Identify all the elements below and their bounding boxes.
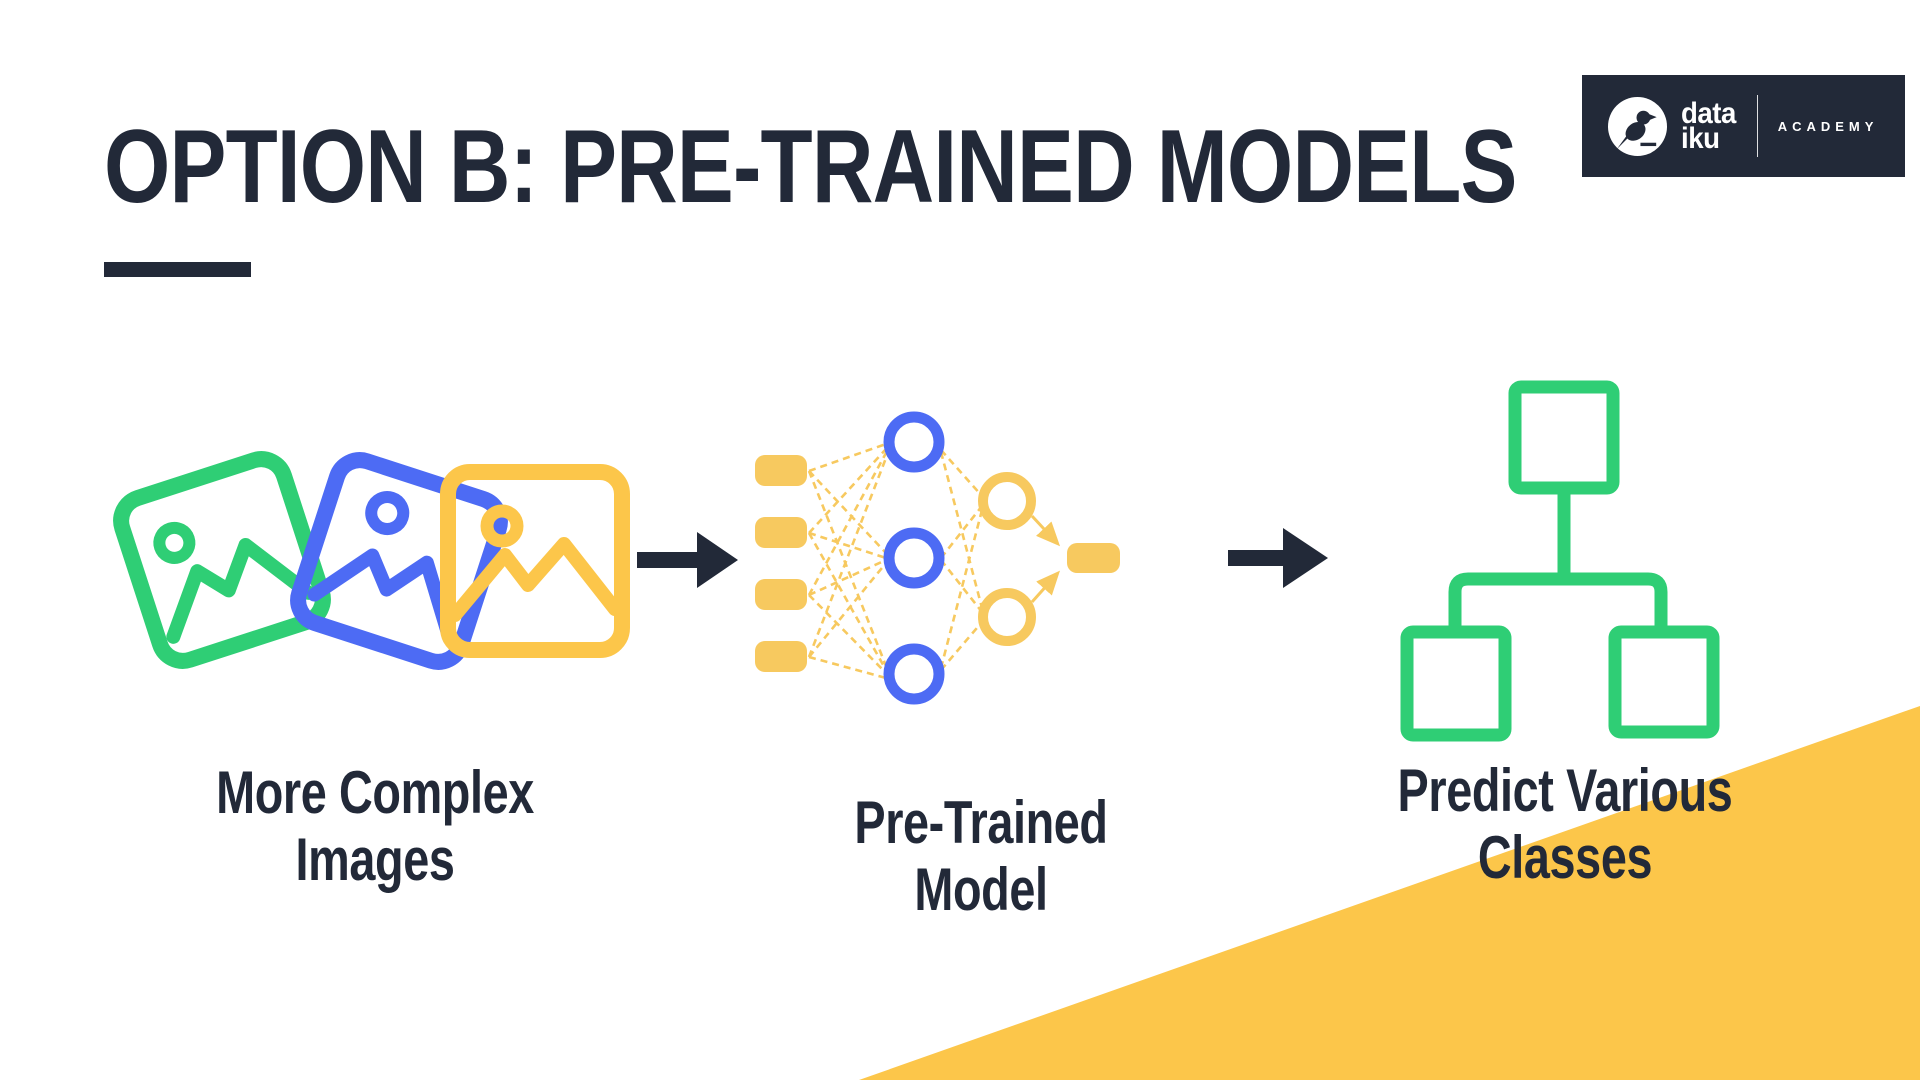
caption-line: Pre-Trained Model <box>854 789 1108 923</box>
image-icon-green <box>113 451 331 669</box>
image-icon-yellow <box>440 464 630 658</box>
logo-word-bottom: iku <box>1681 122 1720 155</box>
logo-circle <box>1608 96 1667 156</box>
caption-line: Predict Various <box>1397 757 1733 824</box>
nn-output-connections <box>1030 514 1061 603</box>
page-title-text: OPTION B: PRE-TRAINED MODELS <box>104 109 1517 225</box>
class-tree-icon <box>1400 380 1720 742</box>
images-stack-icon <box>113 451 630 670</box>
title-underline <box>104 262 251 277</box>
nn-hidden-nodes <box>883 411 945 705</box>
caption-predict-various-classes: Predict Various Classes <box>1370 757 1760 891</box>
logo-divider <box>1756 95 1758 157</box>
dataiku-bird-icon <box>1616 110 1657 149</box>
corner-triangle-decoration <box>859 706 1920 1080</box>
logo-academy-label: ACADEMY <box>1777 118 1879 134</box>
caption-more-complex-images: More Complex Images <box>180 759 570 893</box>
caption-line: Classes <box>1477 824 1653 891</box>
image-icon-blue <box>290 452 508 670</box>
caption-pre-trained-model: Pre-Trained Model <box>786 789 1176 923</box>
flow-arrow-icon-1 <box>637 532 738 588</box>
caption-line: More Complex <box>216 759 534 826</box>
dataiku-academy-logo: data iku ACADEMY <box>1582 75 1905 177</box>
nn-second-layer-nodes <box>978 472 1036 646</box>
caption-line: Images <box>295 826 455 893</box>
logo-word-top: data <box>1681 97 1736 130</box>
page-title: OPTION B: PRE-TRAINED MODELS <box>104 115 1827 219</box>
neural-network-icon <box>755 411 1120 705</box>
nn-hidden-connections <box>939 449 984 671</box>
nn-input-nodes <box>755 455 807 672</box>
nn-input-connections <box>807 442 888 680</box>
flow-arrow-icon-2 <box>1228 528 1328 588</box>
logo-wordmark: data iku <box>1681 97 1736 155</box>
nn-output-node <box>1067 543 1120 573</box>
